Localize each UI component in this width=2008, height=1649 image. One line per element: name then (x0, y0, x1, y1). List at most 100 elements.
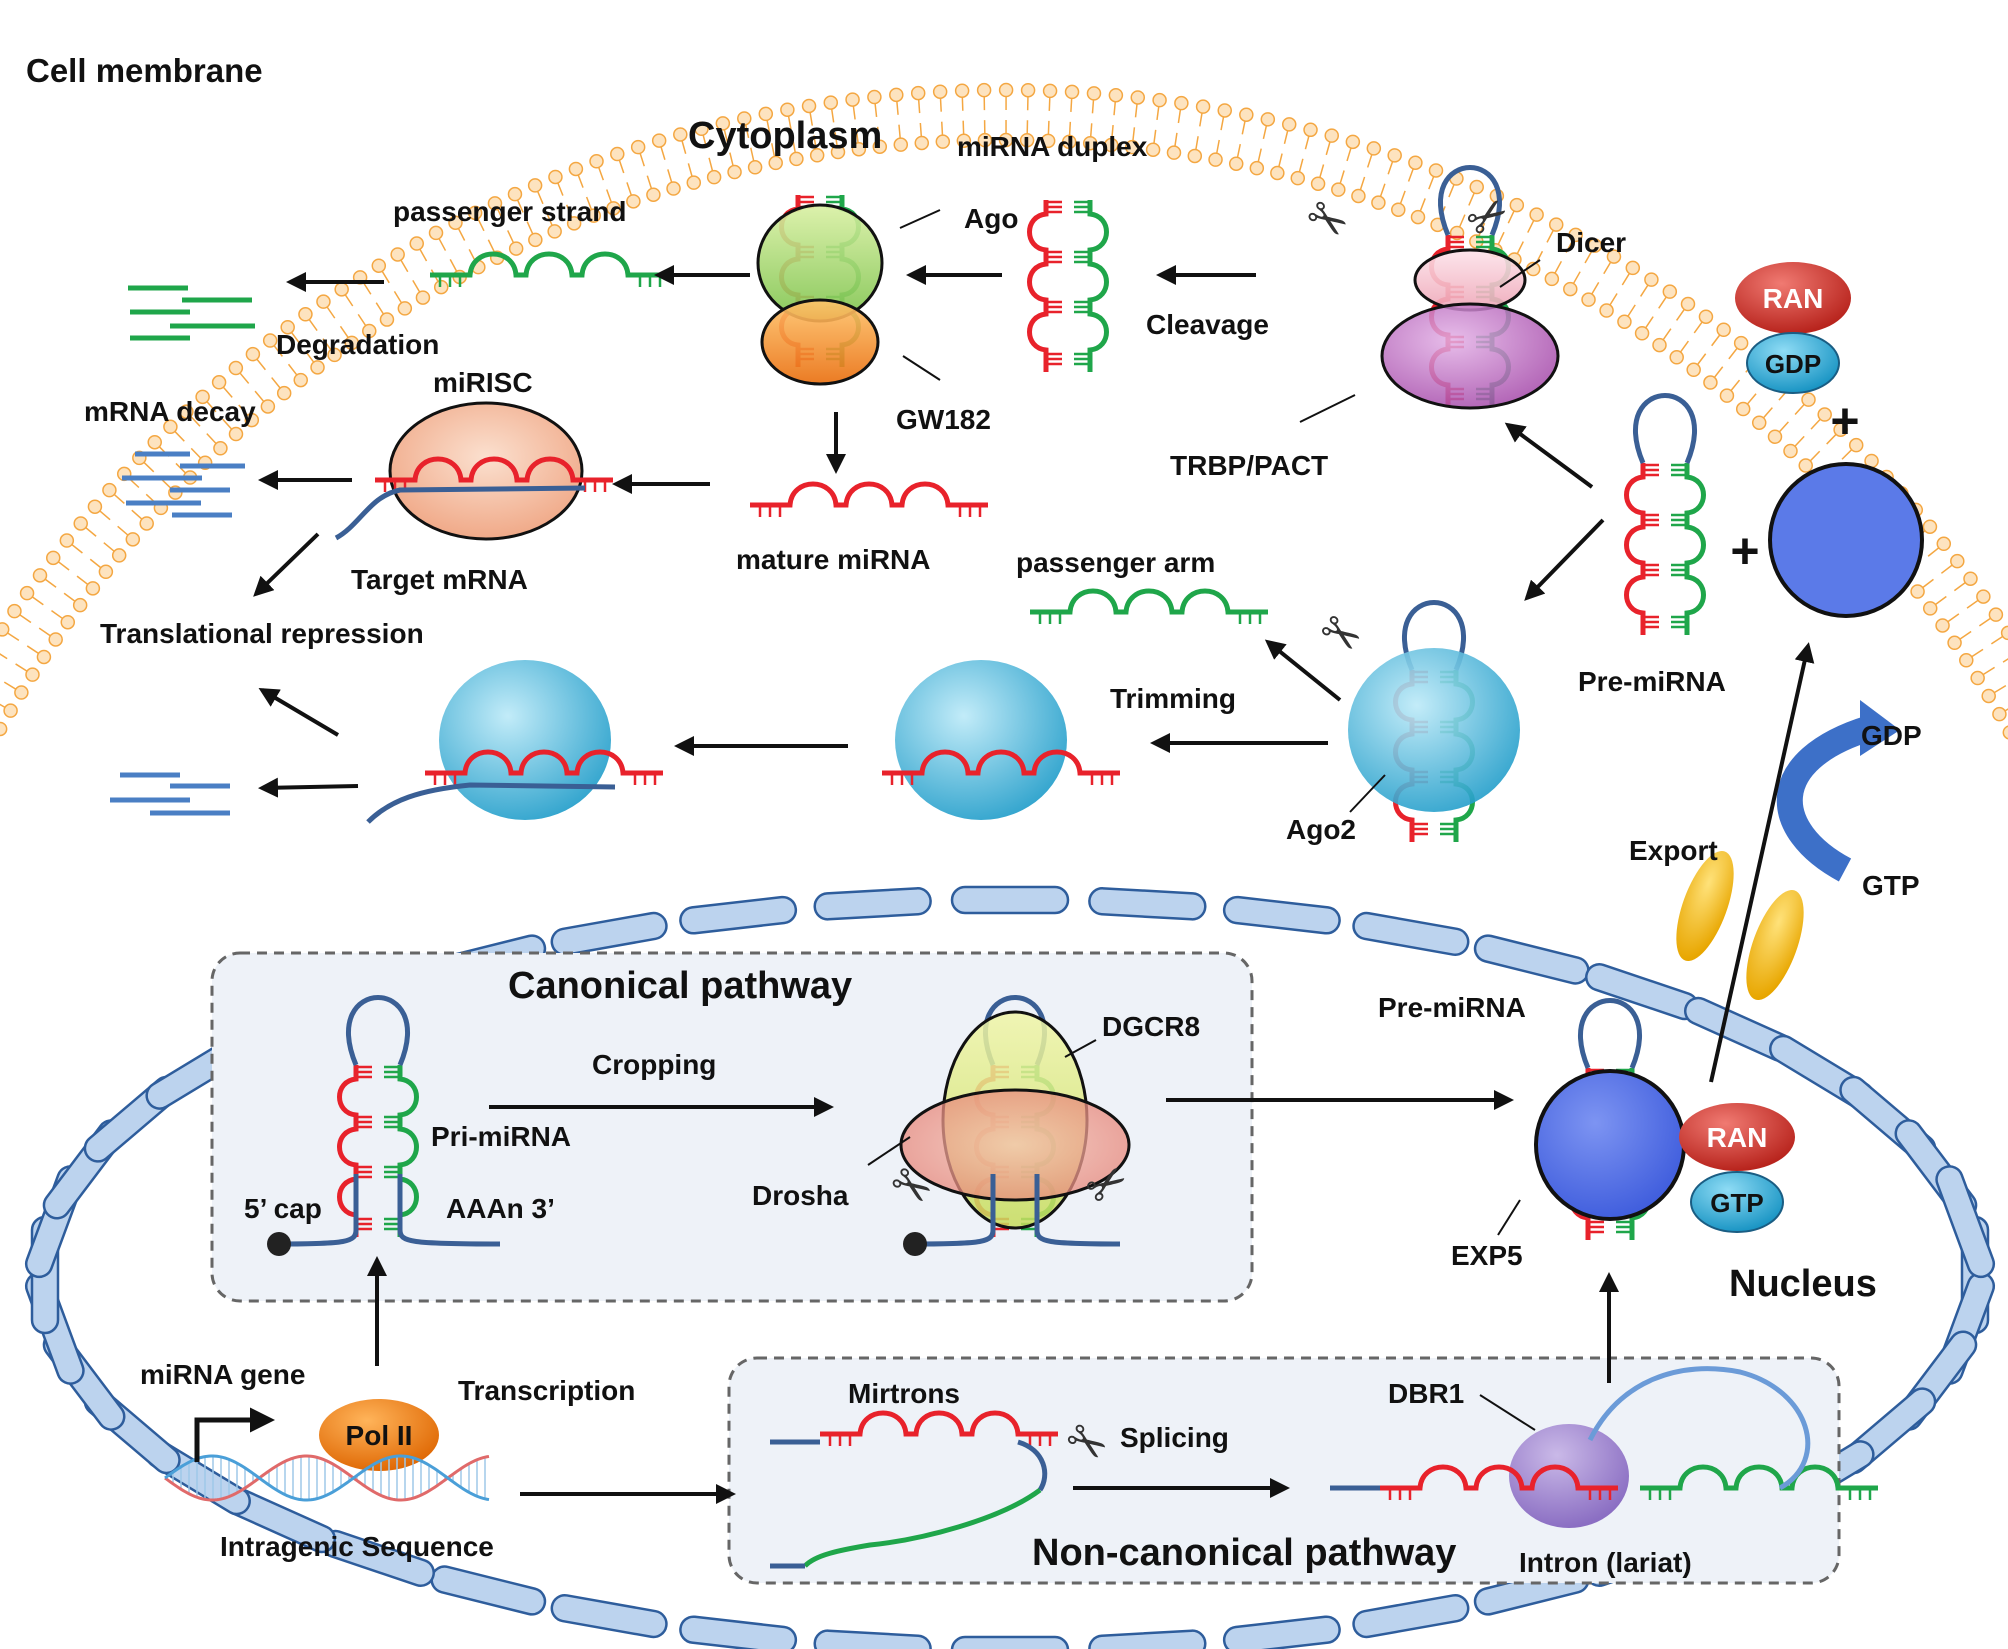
lipid-head (1686, 362, 1701, 378)
label-gtp-arrow: GTP (1862, 870, 1920, 901)
lipid-head (36, 649, 52, 665)
rna-arc-strand (820, 1410, 1058, 1437)
lipid-head (1848, 437, 1864, 453)
target-mrna-ago2 (366, 782, 616, 824)
label-dicer: Dicer (1556, 227, 1626, 258)
label-dgcr8: DGCR8 (1102, 1011, 1200, 1042)
dna-strand (164, 1454, 490, 1502)
lipid-head (528, 232, 543, 248)
lipid-head (260, 399, 276, 414)
export-pore-right (1746, 889, 1804, 1001)
label-mature-mirna: mature miRNA (736, 544, 930, 575)
lipid-head (1801, 392, 1816, 407)
lipid-head (651, 133, 667, 148)
cell-membrane (0, 82, 2008, 740)
dbr1-enzyme (1509, 1424, 1629, 1528)
label-pri-mirna: Pri-miRNA (431, 1121, 571, 1152)
lipid-head (1310, 176, 1326, 191)
lipid-head (211, 375, 227, 390)
lipid-head (467, 205, 483, 221)
lipid-head (1563, 281, 1578, 297)
leader-ago2 (1349, 774, 1386, 813)
lipid-head (1529, 207, 1544, 222)
envelope-segment (1222, 1615, 1341, 1649)
label-mirna-gene: miRNA gene (140, 1359, 305, 1390)
lipid-head (889, 87, 904, 103)
lipid-head (32, 568, 48, 583)
ago2-protein (1348, 648, 1520, 812)
lipid-head (1509, 197, 1525, 213)
lipid-head (1833, 422, 1848, 437)
lipid-head (568, 161, 584, 177)
lipid-head (1019, 132, 1035, 148)
lipid-head (893, 137, 909, 152)
lipid-head (1217, 103, 1232, 118)
lipid-head (72, 597, 88, 613)
lipid-head (851, 141, 867, 157)
trbp-pact-protein (1380, 302, 1560, 410)
label-gdp-cyto: GDP (1765, 349, 1821, 379)
lipid-head (139, 516, 154, 531)
lipid-head (1387, 148, 1402, 163)
lipid-tail (0, 653, 8, 660)
lipid-head (428, 225, 444, 241)
lipid-head (1145, 142, 1161, 157)
label-ran-cyto: RAN (1763, 283, 1824, 314)
lipid-head (626, 194, 641, 209)
lipid-head (1061, 134, 1077, 150)
nuclear-envelope (24, 885, 1996, 1649)
label-gtp-nuc: GTP (1710, 1188, 1763, 1218)
lipid-head (293, 372, 308, 388)
lipid-head (3, 703, 18, 718)
envelope-segment (430, 1565, 547, 1616)
exp5-nuclear-sphere (1534, 1069, 1686, 1221)
lipid-head (1290, 170, 1306, 186)
lipid-head (1249, 160, 1265, 176)
lipid-head (415, 290, 431, 305)
lipid-head (1351, 188, 1366, 204)
mirtron-tail (1017, 1439, 1048, 1492)
label-cleavage: Cleavage (1146, 309, 1269, 340)
lipid-head (1976, 589, 1991, 604)
hairpin-loop (1402, 600, 1466, 671)
lipid-head (589, 154, 604, 169)
mirisc-complex (388, 401, 584, 541)
lipid-head (1703, 375, 1718, 390)
lipid-head (768, 155, 783, 171)
lipid-head (1371, 195, 1386, 210)
label-passenger-strand: passenger strand (393, 196, 626, 227)
rna-arc-strand (430, 251, 668, 278)
lipid-head (508, 241, 524, 256)
lipid-head (727, 164, 742, 180)
envelope-segment (1935, 1165, 1996, 1279)
label-dbr1: DBR1 (1388, 1378, 1464, 1409)
lipid-head (610, 146, 625, 162)
lipid-head (845, 92, 860, 107)
label-translational-repression: Translational repression (100, 618, 424, 649)
envelope-segment (813, 887, 932, 921)
label-target-mrna: Target mRNA (351, 564, 528, 595)
rna-arc-strand (375, 456, 613, 483)
gtp-nuc-molecule (1690, 1171, 1784, 1233)
lipid-head (694, 121, 709, 136)
label-trbp-pact: TRBP/PACT (1170, 450, 1328, 481)
label-pre-mirna-cyto: Pre-miRNA (1578, 666, 1726, 697)
envelope-segment (813, 1629, 932, 1649)
lariat-loop (1587, 1366, 1811, 1491)
lipid-head (73, 516, 88, 531)
lipid-head (125, 532, 141, 547)
lipid-head (1733, 335, 1749, 351)
gene-start-arrow (194, 1407, 275, 1462)
lipid-head (245, 346, 261, 362)
label-intron-lariat: Intron (lariat) (1519, 1547, 1692, 1578)
lipid-head (1152, 92, 1167, 108)
ago2-target-complex (439, 660, 611, 820)
rna-arc-strand (1640, 1464, 1878, 1491)
lipid-head (14, 685, 29, 700)
lipid-head (1195, 99, 1211, 114)
lipid-head (1735, 401, 1751, 417)
lipid-head (1817, 407, 1832, 422)
lipid-head (390, 247, 405, 262)
rna-strand-3p (397, 1065, 419, 1237)
lipid-head (316, 294, 331, 309)
